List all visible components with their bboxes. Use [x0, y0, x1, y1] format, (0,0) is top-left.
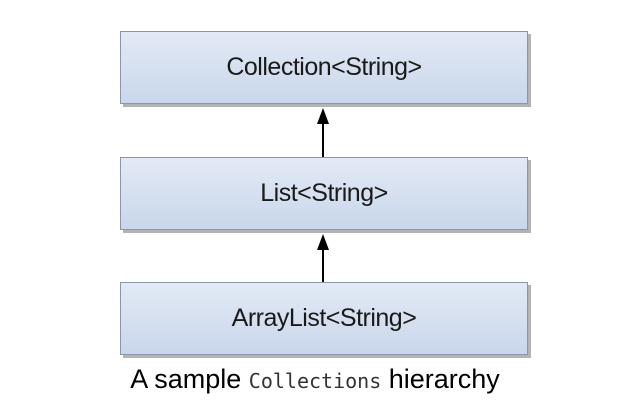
caption-prefix: A sample [130, 364, 249, 394]
caption-code: Collections [248, 369, 382, 393]
edge-list-to-collection [317, 108, 329, 157]
node-arraylist: ArrayList<String> [120, 282, 528, 355]
node-label-arraylist: ArrayList<String> [231, 304, 417, 332]
figure-caption: A sample Collections hierarchy [0, 364, 630, 395]
arrowhead-up-icon [317, 234, 329, 250]
node-label-collection: Collection<String> [226, 53, 422, 81]
node-list: List<String> [120, 157, 528, 230]
arrowhead-up-icon [317, 108, 329, 124]
node-label-list: List<String> [260, 179, 388, 207]
edge-arraylist-to-list [317, 234, 329, 282]
caption-suffix: hierarchy [381, 364, 500, 394]
node-collection: Collection<String> [120, 31, 528, 104]
